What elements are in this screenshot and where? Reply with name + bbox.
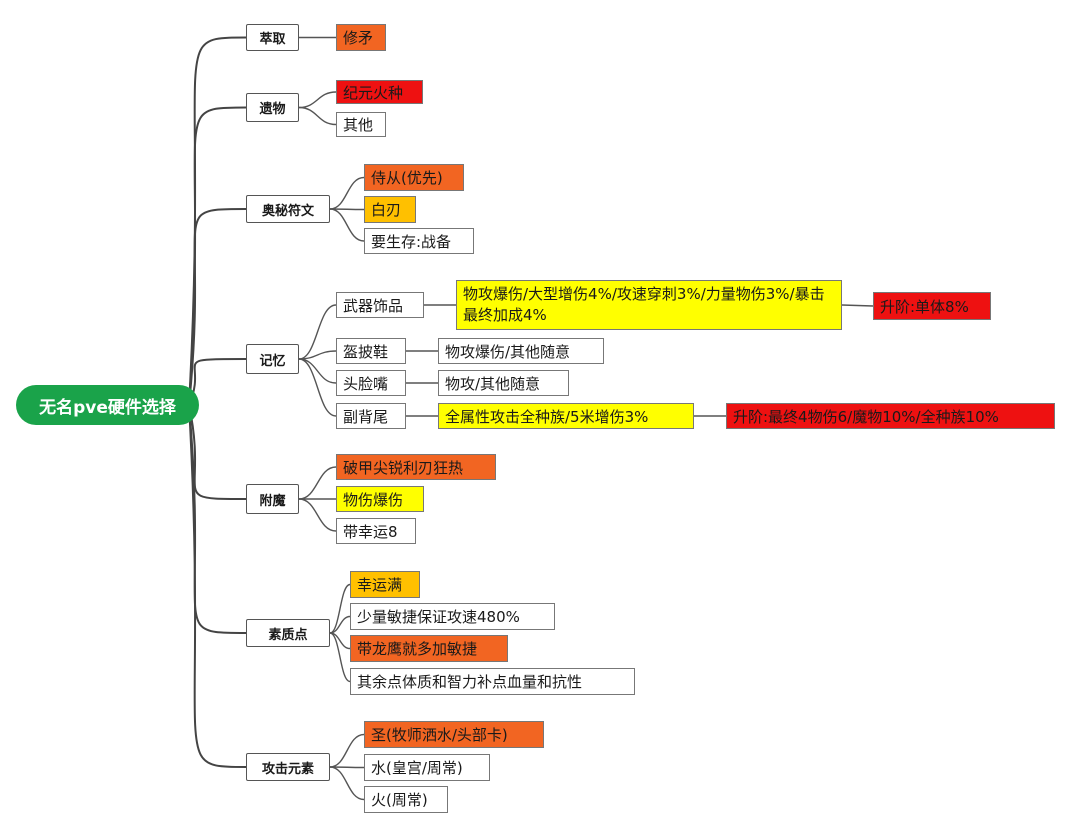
leaf-node[interactable]: 圣(牧师洒水/头部卡): [364, 721, 544, 748]
leaf-node[interactable]: 修矛: [336, 24, 386, 51]
leaf-node[interactable]: 升阶:最终4物伤6/魔物10%/全种族10%: [726, 403, 1055, 429]
connector-line: [298, 358, 337, 384]
category-node[interactable]: 萃取: [246, 24, 299, 51]
leaf-node[interactable]: 少量敏捷保证攻速480%: [350, 603, 555, 630]
connector-line: [298, 466, 337, 500]
leaf-node[interactable]: 侍从(优先): [364, 164, 464, 191]
connector-line: [188, 208, 247, 406]
category-node[interactable]: 素质点: [246, 619, 330, 647]
connector-line: [329, 733, 365, 768]
leaf-node[interactable]: 带幸运8: [336, 518, 416, 544]
leaf-node[interactable]: 要生存:战备: [364, 228, 474, 254]
connector-line: [329, 766, 365, 801]
leaf-node[interactable]: 副背尾: [336, 403, 406, 429]
leaf-node[interactable]: 幸运满: [350, 571, 420, 598]
connector-line: [298, 498, 337, 532]
connector-line: [329, 176, 365, 210]
leaf-node[interactable]: 物伤爆伤: [336, 486, 424, 512]
connector-line: [188, 404, 247, 500]
category-node[interactable]: 遗物: [246, 93, 299, 122]
connector-line: [188, 404, 247, 634]
leaf-node[interactable]: 升阶:单体8%: [873, 292, 991, 320]
leaf-node[interactable]: 白刃: [364, 196, 416, 223]
leaf-node[interactable]: 带龙鹰就多加敏捷: [350, 635, 508, 662]
connector-line: [329, 615, 351, 634]
category-node[interactable]: 附魔: [246, 484, 299, 514]
connector-line: [188, 404, 247, 768]
connector-line: [298, 304, 337, 360]
connector-line: [841, 304, 874, 307]
leaf-node[interactable]: 其余点体质和智力补点血量和抗性: [350, 668, 635, 695]
leaf-node[interactable]: 火(周常): [364, 786, 448, 813]
leaf-node[interactable]: 头脸嘴: [336, 370, 406, 396]
leaf-node[interactable]: 纪元火种: [336, 80, 423, 104]
leaf-node[interactable]: 水(皇宫/周常): [364, 754, 490, 781]
root-node[interactable]: 无名pve硬件选择: [16, 385, 199, 425]
category-node[interactable]: 奥秘符文: [246, 195, 330, 223]
leaf-node[interactable]: 全属性攻击全种族/5米增伤3%: [438, 403, 694, 429]
connector-line: [298, 106, 337, 126]
connector-line: [188, 106, 247, 406]
connector-line: [329, 632, 351, 683]
leaf-node[interactable]: 物攻爆伤/其他随意: [438, 338, 604, 364]
leaf-node[interactable]: 盔披鞋: [336, 338, 406, 364]
leaf-node[interactable]: 武器饰品: [336, 292, 424, 318]
connector-line: [298, 91, 337, 109]
connector-line: [298, 358, 337, 417]
category-node[interactable]: 攻击元素: [246, 753, 330, 781]
leaf-node[interactable]: 物攻爆伤/大型增伤4%/攻速穿刺3%/力量物伤3%/暴击最终加成4%: [456, 280, 842, 330]
connector-line: [329, 583, 351, 634]
leaf-node[interactable]: 其他: [336, 112, 386, 137]
connector-line: [329, 208, 365, 242]
category-node[interactable]: 记忆: [246, 344, 299, 374]
leaf-node[interactable]: 破甲尖锐利刃狂热: [336, 454, 496, 480]
leaf-node[interactable]: 物攻/其他随意: [438, 370, 569, 396]
